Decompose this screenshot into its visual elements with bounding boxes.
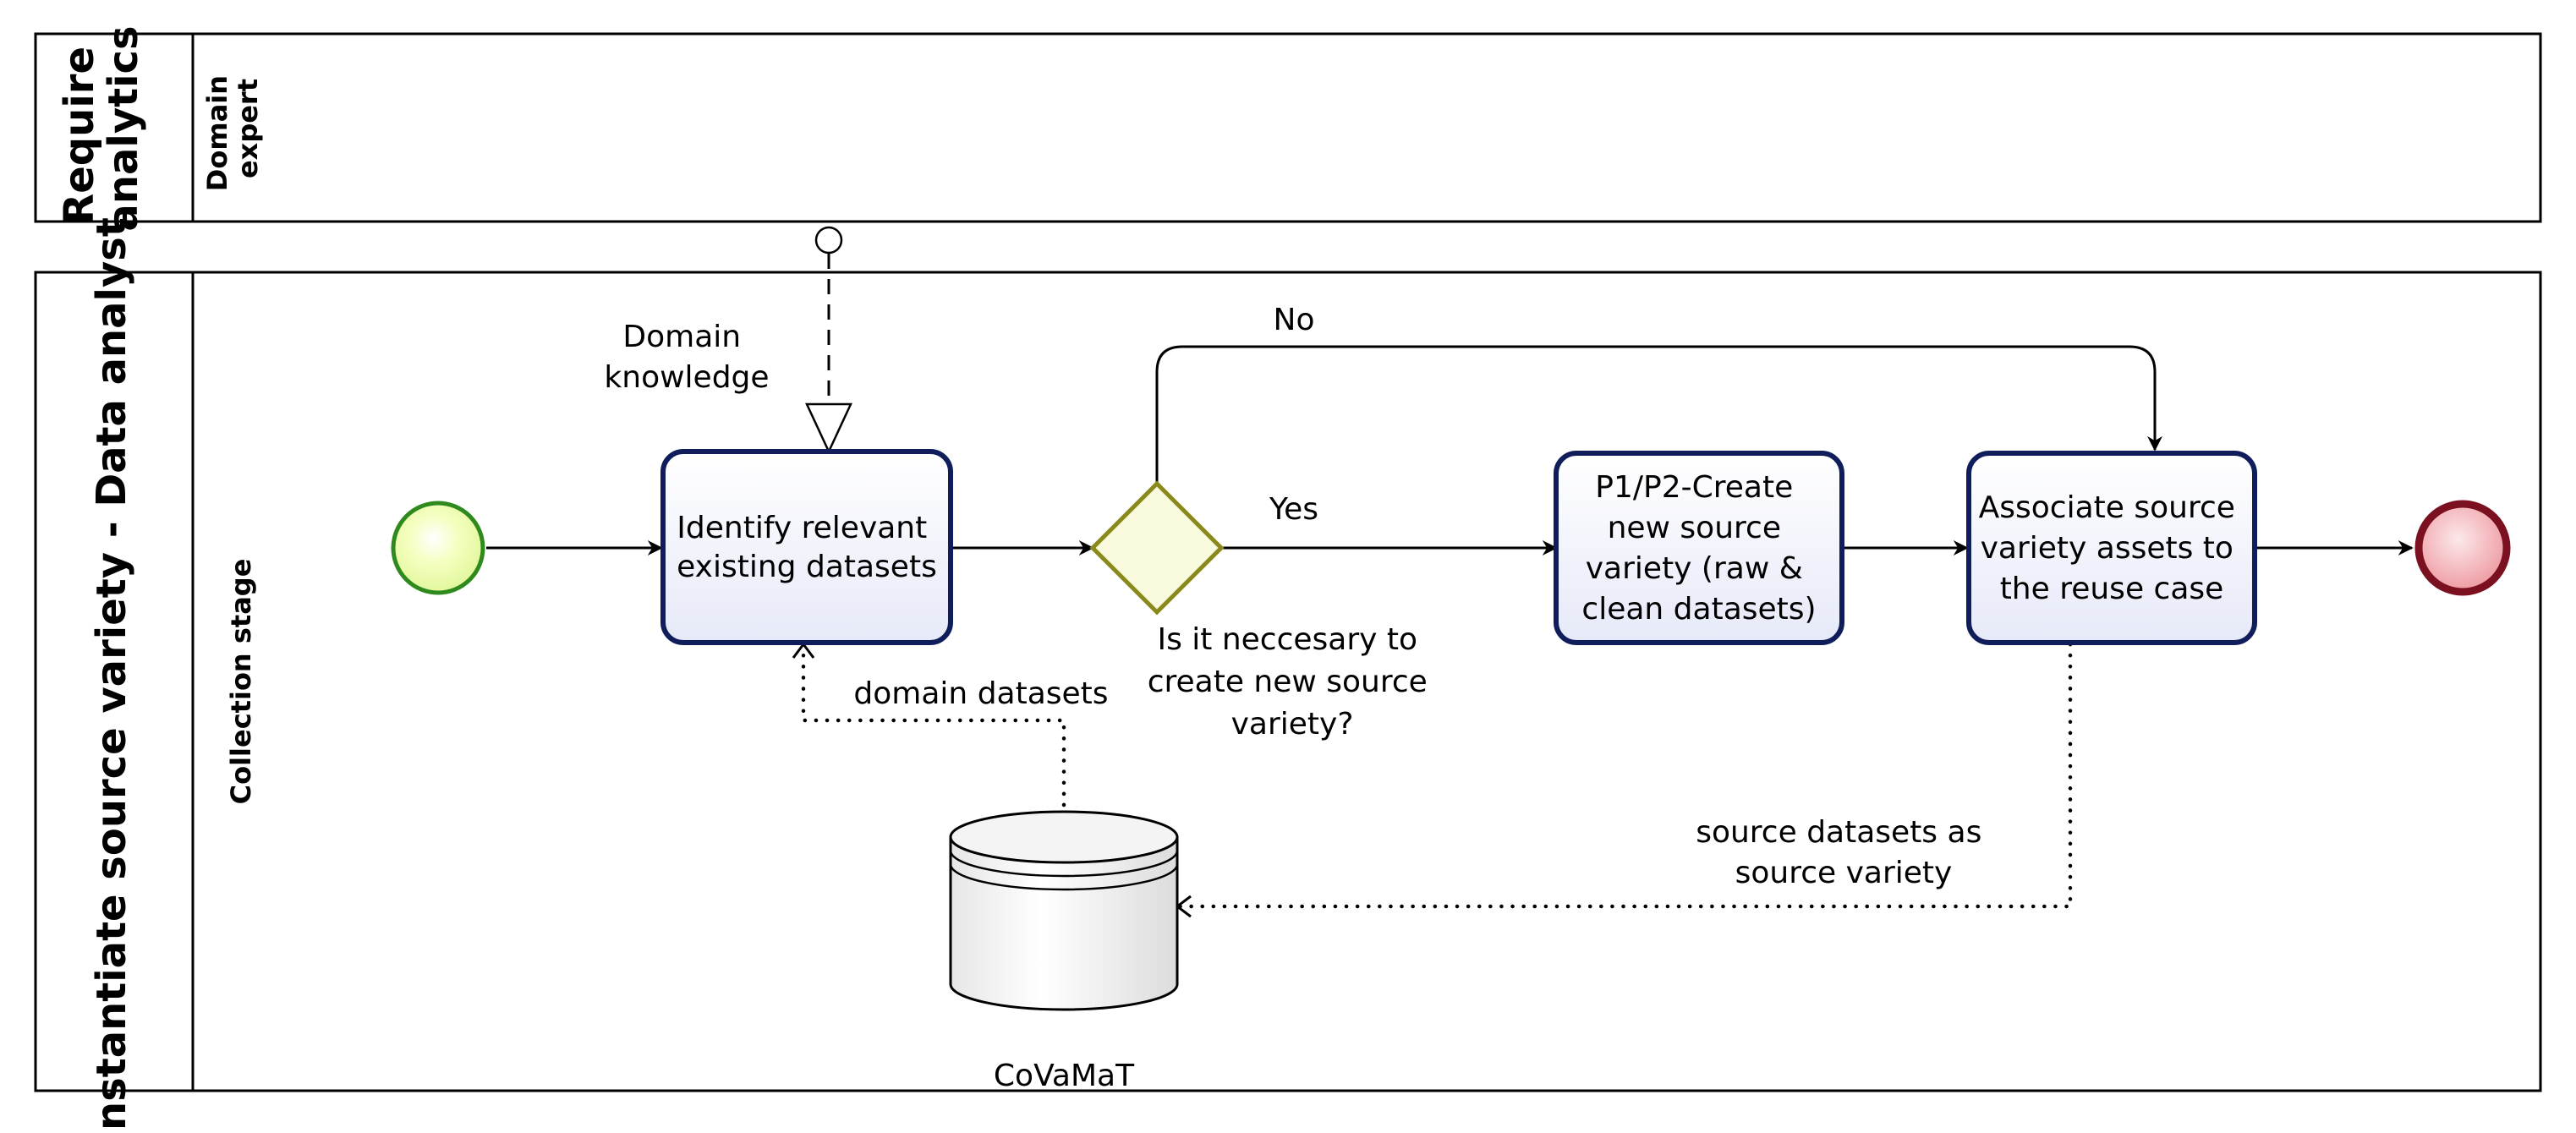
end-event[interactable] bbox=[2414, 500, 2511, 596]
task-identify-label: Identify relevant existing datasets bbox=[677, 511, 937, 584]
association-out-label: source datasets as source variety bbox=[1696, 815, 1992, 890]
exclusive-gateway[interactable] bbox=[1089, 480, 1225, 616]
flow-no bbox=[1155, 345, 2162, 484]
flow-label-yes: Yes bbox=[1269, 492, 1318, 527]
task-create-label: P1/P2-Create new source variety (raw & c… bbox=[1581, 470, 1816, 627]
pool-require-analytics: Require analytics Domain expert bbox=[34, 25, 2542, 232]
task-identify-relevant-datasets[interactable]: Identify relevant existing datasets bbox=[660, 449, 953, 645]
lane-title-domain-expert: Domain expert bbox=[201, 66, 264, 191]
task-associate-source-variety[interactable]: Associate source variety assets to the r… bbox=[1966, 451, 2257, 645]
gateway-question-label: Is it neccesary to create new source var… bbox=[1148, 622, 1438, 742]
datastore-label: CoVaMaT bbox=[994, 1059, 1135, 1093]
sequence-flows bbox=[486, 345, 2414, 556]
datastore-covamat[interactable] bbox=[949, 810, 1179, 1011]
task-create-new-source-variety[interactable]: P1/P2-Create new source variety (raw & c… bbox=[1554, 451, 1844, 645]
message-flow-label: Domain knowledge bbox=[604, 320, 769, 395]
task-associate-label: Associate source variety assets to the r… bbox=[1979, 490, 2245, 606]
start-event[interactable] bbox=[391, 501, 485, 595]
association-associate-to-datastore bbox=[1175, 642, 2073, 909]
pool-instantiate-source-variety: Instantiate source variety - Data analys… bbox=[34, 217, 2542, 1133]
data-associations bbox=[801, 642, 2073, 909]
lane-title-collection-stage: Collection stage bbox=[225, 559, 257, 805]
flow-label-no: No bbox=[1274, 303, 1315, 337]
pool-title-require-analytics: Require analytics bbox=[56, 25, 147, 231]
message-flow-domain-knowledge bbox=[805, 226, 852, 454]
association-in-label: domain datasets bbox=[853, 676, 1108, 711]
pool-title-instantiate: Instantiate source variety - Data analys… bbox=[88, 217, 135, 1133]
